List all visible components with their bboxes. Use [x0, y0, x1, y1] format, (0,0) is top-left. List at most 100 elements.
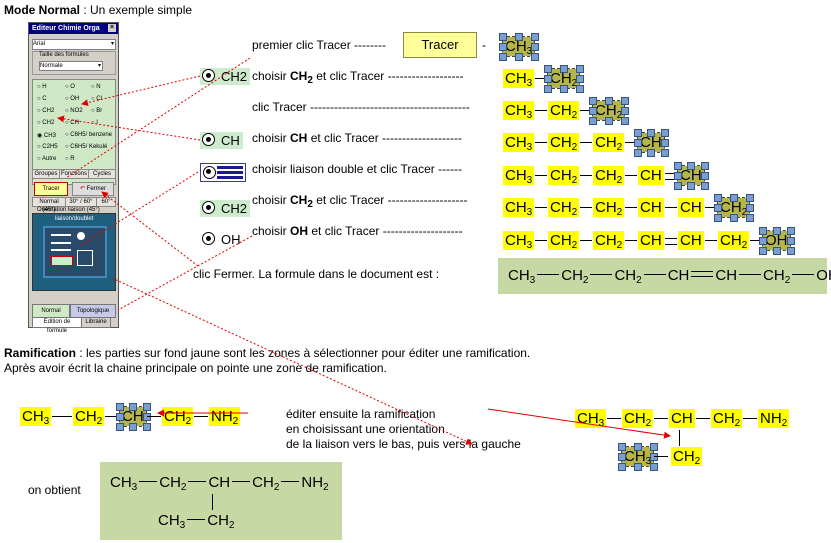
selection-handle[interactable]: [531, 42, 539, 51]
selection-handle[interactable]: [714, 214, 722, 222]
radio-no2[interactable]: NO2: [65, 108, 82, 114]
selection-handle[interactable]: [531, 33, 539, 41]
selection-handle[interactable]: [661, 149, 669, 157]
formula-fragment-ch[interactable]: CH: [638, 231, 664, 250]
formula-fragment-oh[interactable]: OH: [762, 230, 791, 251]
selection-handle[interactable]: [772, 227, 781, 235]
selection-handle[interactable]: [650, 443, 658, 451]
selection-handle[interactable]: [633, 443, 642, 451]
formula-fragment-ch3[interactable]: CH3: [503, 133, 535, 153]
selection-handle[interactable]: [714, 194, 722, 202]
formula-fragment-ch3[interactable]: CH3: [620, 446, 655, 467]
selection-handle[interactable]: [544, 65, 552, 73]
orientation-panel[interactable]: liaison/doublet: [32, 213, 116, 291]
selection-handle[interactable]: [621, 97, 629, 105]
selection-handle[interactable]: [514, 53, 523, 61]
formula-fragment-ch3[interactable]: CH3: [503, 198, 535, 218]
selection-handle[interactable]: [759, 227, 767, 235]
selection-handle[interactable]: [661, 138, 669, 147]
radio-br[interactable]: Br: [91, 108, 102, 114]
selection-handle[interactable]: [787, 236, 795, 245]
selection-handle[interactable]: [514, 33, 523, 41]
selection-handle[interactable]: [604, 97, 613, 105]
formula-fragment-ch3[interactable]: CH3: [20, 407, 52, 427]
formula-fragment-ch[interactable]: CH: [119, 406, 147, 427]
selection-handle[interactable]: [729, 214, 738, 222]
formula-fragment-ch2[interactable]: CH2: [593, 231, 625, 251]
selection-handle[interactable]: [633, 463, 642, 471]
selection-handle[interactable]: [787, 247, 795, 255]
selection-handle[interactable]: [759, 236, 767, 245]
bond-selector[interactable]: [43, 226, 107, 278]
formula-fragment-ch[interactable]: CH: [638, 166, 664, 185]
selection-handle[interactable]: [116, 403, 124, 411]
selection-handle[interactable]: [647, 129, 655, 137]
formula-fragment-ch3[interactable]: CH3: [503, 69, 535, 89]
formula-fragment-ch3[interactable]: CH3: [503, 231, 535, 251]
selection-handle[interactable]: [589, 117, 597, 125]
selection-handle[interactable]: [618, 452, 626, 461]
selection-handle[interactable]: [647, 149, 655, 157]
radio-c2h5[interactable]: C2H5: [37, 144, 57, 150]
formula-fragment-ch[interactable]: CH: [638, 198, 664, 217]
selection-handle[interactable]: [634, 129, 642, 137]
selection-handle[interactable]: [621, 117, 629, 125]
formula-fragment-nh2[interactable]: NH2: [209, 407, 241, 427]
formula-fragment-ch2[interactable]: CH2: [671, 447, 703, 467]
selection-handle[interactable]: [559, 65, 568, 73]
selection-handle[interactable]: [701, 171, 709, 180]
radio-n[interactable]: N: [91, 84, 100, 90]
formula-fragment-ch2[interactable]: CH2: [73, 407, 105, 427]
selection-handle[interactable]: [634, 138, 642, 147]
radio-i[interactable]: I: [91, 120, 98, 126]
selection-handle[interactable]: [531, 53, 539, 61]
selection-handle[interactable]: [589, 106, 597, 115]
formula-fragment-ch2[interactable]: CH2: [548, 133, 580, 153]
formula-fragment-ch2[interactable]: CH2: [593, 133, 625, 153]
formula-fragment-ch2[interactable]: CH2: [162, 407, 194, 427]
selection-handle[interactable]: [674, 171, 682, 180]
formula-fragment-ch[interactable]: CH: [678, 198, 704, 217]
selection-handle[interactable]: [787, 227, 795, 235]
tracer-button-small[interactable]: Tracer: [34, 182, 68, 196]
formula-fragment-nh2[interactable]: NH2: [758, 409, 790, 429]
selection-handle[interactable]: [604, 117, 613, 125]
selection-handle[interactable]: [746, 203, 754, 212]
selection-handle[interactable]: [143, 423, 151, 431]
formula-fragment-ch2[interactable]: CH2: [622, 409, 654, 429]
selection-handle[interactable]: [714, 203, 722, 212]
selection-handle[interactable]: [746, 194, 754, 202]
font-select[interactable]: Arial▾: [32, 39, 116, 50]
selection-handle[interactable]: [544, 74, 552, 83]
formula-fragment-ch2[interactable]: CH2: [593, 166, 625, 186]
formula-fragment-ch3[interactable]: CH3: [503, 101, 535, 121]
formula-fragment-ch2[interactable]: CH2: [548, 101, 580, 121]
selection-handle[interactable]: [499, 53, 507, 61]
selection-handle[interactable]: [559, 85, 568, 93]
selection-handle[interactable]: [687, 182, 695, 190]
selection-handle[interactable]: [729, 194, 738, 202]
formula-fragment-ch2[interactable]: CH2: [546, 68, 581, 89]
tab-cycles[interactable]: Cycles: [88, 169, 116, 179]
formula-fragment-ch2[interactable]: CH2: [548, 166, 580, 186]
formula-fragment-ch[interactable]: CH: [678, 231, 704, 250]
selection-handle[interactable]: [576, 74, 584, 83]
selection-handle[interactable]: [701, 162, 709, 170]
selection-handle[interactable]: [129, 423, 137, 431]
radio-ch2[interactable]: CH2: [37, 108, 54, 114]
formula-fragment-ch2[interactable]: CH2: [593, 198, 625, 218]
radio-ch[interactable]: CH: [65, 120, 79, 126]
selection-handle[interactable]: [129, 403, 137, 411]
selection-handle[interactable]: [701, 182, 709, 190]
selection-handle[interactable]: [674, 162, 682, 170]
selection-handle[interactable]: [621, 106, 629, 115]
selection-handle[interactable]: [576, 65, 584, 73]
selection-handle[interactable]: [674, 182, 682, 190]
selection-handle[interactable]: [618, 463, 626, 471]
formula-fragment-ch2[interactable]: CH2: [548, 198, 580, 218]
formula-fragment-ch[interactable]: CH: [677, 165, 705, 186]
radio-benzene[interactable]: C6H5/ benzene: [65, 132, 112, 138]
selection-handle[interactable]: [499, 42, 507, 51]
selection-handle[interactable]: [759, 247, 767, 255]
selection-handle[interactable]: [589, 97, 597, 105]
